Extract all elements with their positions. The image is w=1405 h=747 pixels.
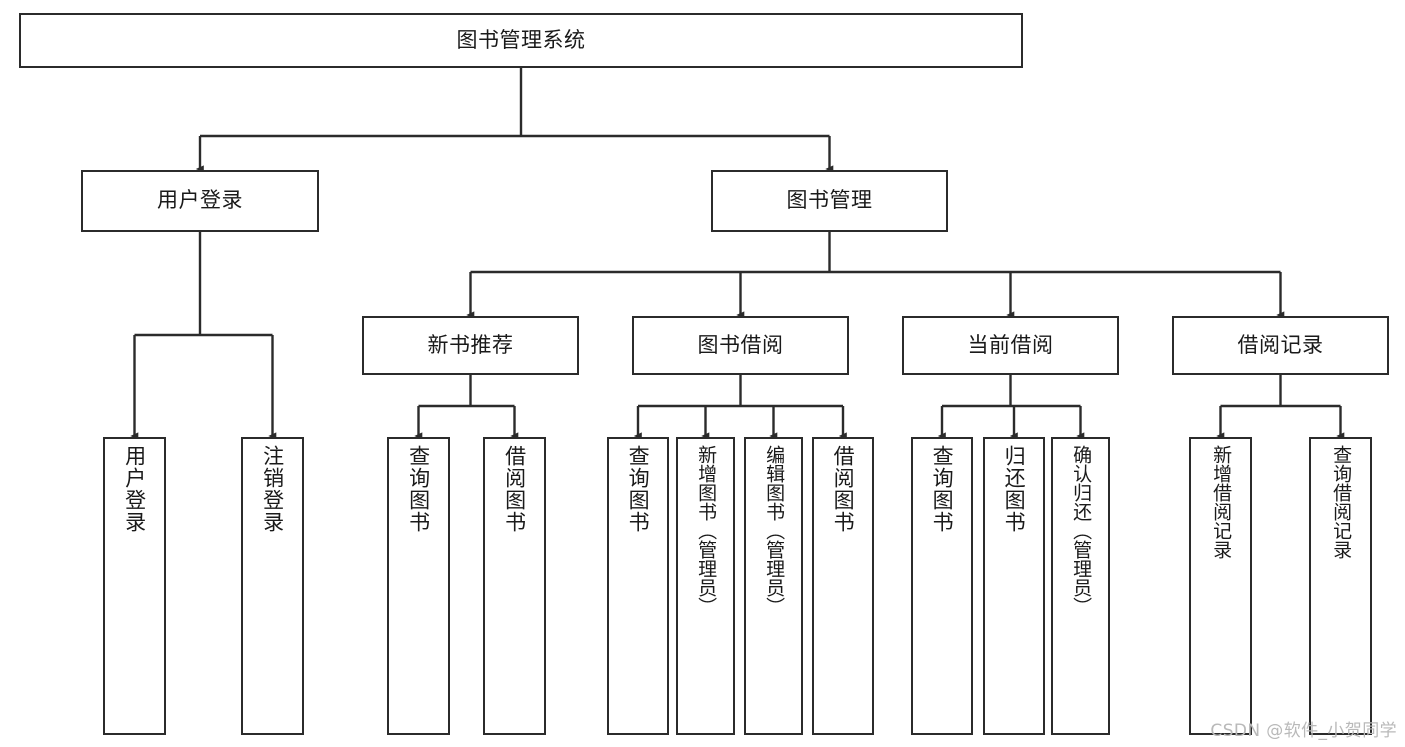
- node-leaf-cur-confirm[interactable]: 确认归还（管理员）: [1051, 437, 1110, 735]
- node-label: 查询借阅记录: [1330, 445, 1353, 559]
- node-leaf-cur-return[interactable]: 归还图书: [983, 437, 1045, 735]
- node-label: 借阅图书: [502, 445, 527, 533]
- node-label: 图书管理系统: [456, 27, 586, 52]
- node-leaf-bk-query[interactable]: 查询图书: [607, 437, 669, 735]
- node-label: 借阅图书: [831, 445, 856, 533]
- node-records[interactable]: 借阅记录: [1172, 316, 1389, 375]
- node-label: 查询图书: [626, 445, 651, 533]
- node-leaf-user-logout[interactable]: 注销登录: [241, 437, 304, 735]
- node-label: 编辑图书（管理员）: [763, 445, 786, 616]
- node-bookmgmt[interactable]: 图书管理: [711, 170, 948, 232]
- node-leaf-bk-add[interactable]: 新增图书（管理员）: [676, 437, 735, 735]
- node-newbook[interactable]: 新书推荐: [362, 316, 579, 375]
- node-label: 新书推荐: [427, 332, 514, 357]
- node-borrow[interactable]: 图书借阅: [632, 316, 849, 375]
- csdn-watermark: CSDN @软件_小贺同学: [1210, 721, 1397, 741]
- node-label: 确认归还（管理员）: [1070, 445, 1093, 616]
- node-label: 新增图书（管理员）: [695, 445, 718, 616]
- node-label: 查询图书: [930, 445, 955, 533]
- node-leaf-rec-query[interactable]: 查询借阅记录: [1309, 437, 1372, 735]
- node-leaf-cur-query[interactable]: 查询图书: [911, 437, 973, 735]
- node-label: 借阅记录: [1237, 332, 1324, 357]
- node-label: 归还图书: [1002, 445, 1027, 533]
- node-label: 新增借阅记录: [1210, 445, 1233, 559]
- node-label: 当前借阅: [967, 332, 1054, 357]
- node-label: 图书管理: [786, 188, 873, 213]
- node-leaf-bk-borrow[interactable]: 借阅图书: [812, 437, 874, 735]
- node-leaf-bk-edit[interactable]: 编辑图书（管理员）: [744, 437, 803, 735]
- node-leaf-rec-add[interactable]: 新增借阅记录: [1189, 437, 1252, 735]
- node-leaf-nb-query[interactable]: 查询图书: [387, 437, 450, 735]
- node-label: 用户登录: [122, 445, 147, 533]
- node-leaf-nb-borrow[interactable]: 借阅图书: [483, 437, 546, 735]
- node-root[interactable]: 图书管理系统: [19, 13, 1023, 68]
- node-label: 用户登录: [157, 188, 243, 213]
- node-leaf-user-login[interactable]: 用户登录: [103, 437, 166, 735]
- node-label: 注销登录: [260, 445, 285, 533]
- node-login[interactable]: 用户登录: [81, 170, 319, 232]
- node-label: 查询图书: [406, 445, 431, 533]
- node-current[interactable]: 当前借阅: [902, 316, 1119, 375]
- node-label: 图书借阅: [697, 332, 784, 357]
